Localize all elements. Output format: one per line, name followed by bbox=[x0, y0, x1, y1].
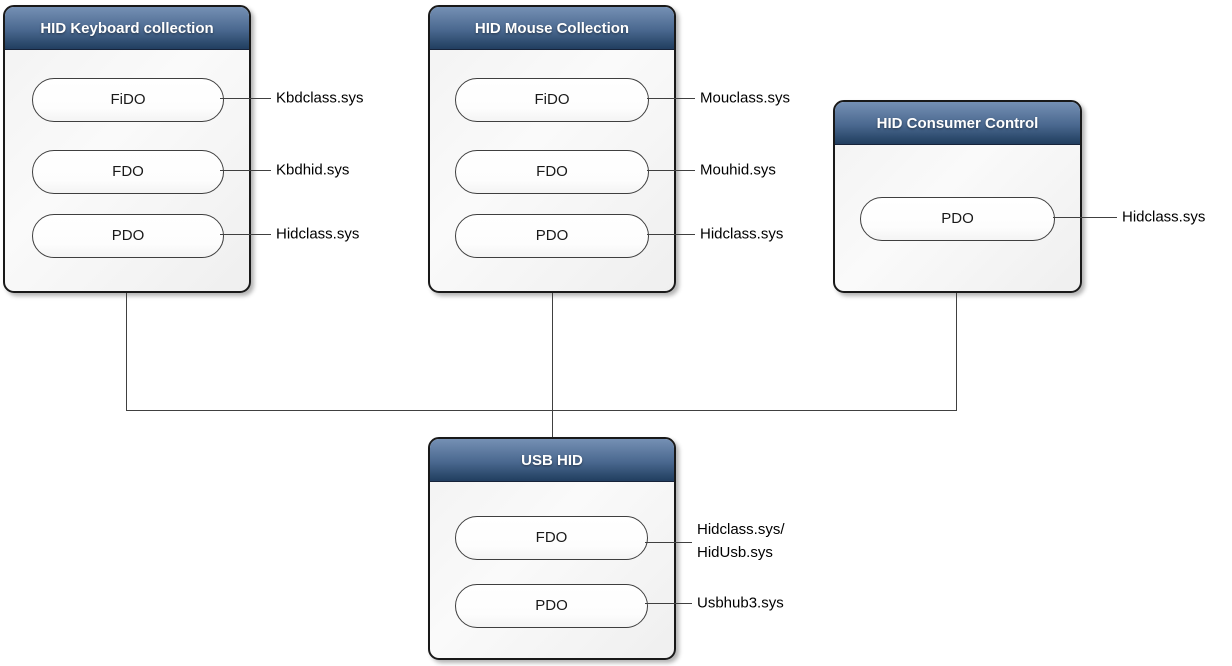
box-title: HID Consumer Control bbox=[835, 102, 1080, 145]
connector-line bbox=[647, 170, 695, 171]
tree-line-keyboard-down bbox=[126, 293, 127, 411]
connector-line bbox=[645, 542, 692, 543]
box-hid-mouse-collection: HID Mouse Collection FiDO FDO PDO bbox=[428, 5, 676, 293]
pill-fdo: FDO bbox=[455, 150, 649, 194]
pill-fido: FiDO bbox=[32, 78, 224, 122]
tree-line-mouse-to-usbhid bbox=[552, 293, 553, 437]
connector-line bbox=[645, 603, 692, 604]
connector-line bbox=[1053, 217, 1117, 218]
pill-pdo: PDO bbox=[455, 584, 648, 628]
connector-line bbox=[220, 98, 271, 99]
connector-line bbox=[220, 170, 271, 171]
pill-fdo: FDO bbox=[455, 516, 648, 560]
driver-label-mouclass: Mouclass.sys bbox=[700, 89, 791, 107]
pill-fido: FiDO bbox=[455, 78, 649, 122]
driver-label-kbdhid: Kbdhid.sys bbox=[276, 161, 350, 179]
connector-line bbox=[647, 98, 695, 99]
driver-label-hidclass-kbd: Hidclass.sys bbox=[276, 225, 360, 243]
pill-pdo: PDO bbox=[860, 197, 1055, 241]
connector-line bbox=[220, 234, 271, 235]
driver-label-hidclass-cc: Hidclass.sys bbox=[1122, 208, 1206, 226]
driver-label-hidclass-hidusb: Hidclass.sys/ HidUsb.sys bbox=[697, 521, 785, 561]
driver-label-mouhid: Mouhid.sys bbox=[700, 161, 776, 179]
box-hid-keyboard-collection: HID Keyboard collection FiDO FDO PDO bbox=[3, 5, 251, 293]
pill-pdo: PDO bbox=[32, 214, 224, 258]
box-hid-consumer-control: HID Consumer Control PDO bbox=[833, 100, 1082, 293]
connector-line bbox=[647, 234, 695, 235]
driver-label-kbdclass: Kbdclass.sys bbox=[276, 89, 364, 107]
box-title: USB HID bbox=[430, 439, 674, 482]
driver-label-usbhub3: Usbhub3.sys bbox=[697, 594, 784, 612]
box-usb-hid: USB HID FDO PDO bbox=[428, 437, 676, 660]
box-title: HID Keyboard collection bbox=[5, 7, 249, 50]
pill-pdo: PDO bbox=[455, 214, 649, 258]
box-title: HID Mouse Collection bbox=[430, 7, 674, 50]
tree-line-bus bbox=[126, 410, 957, 411]
driver-label-hidclass-mou: Hidclass.sys bbox=[700, 225, 784, 243]
pill-fdo: FDO bbox=[32, 150, 224, 194]
tree-line-consumer-down bbox=[956, 293, 957, 411]
